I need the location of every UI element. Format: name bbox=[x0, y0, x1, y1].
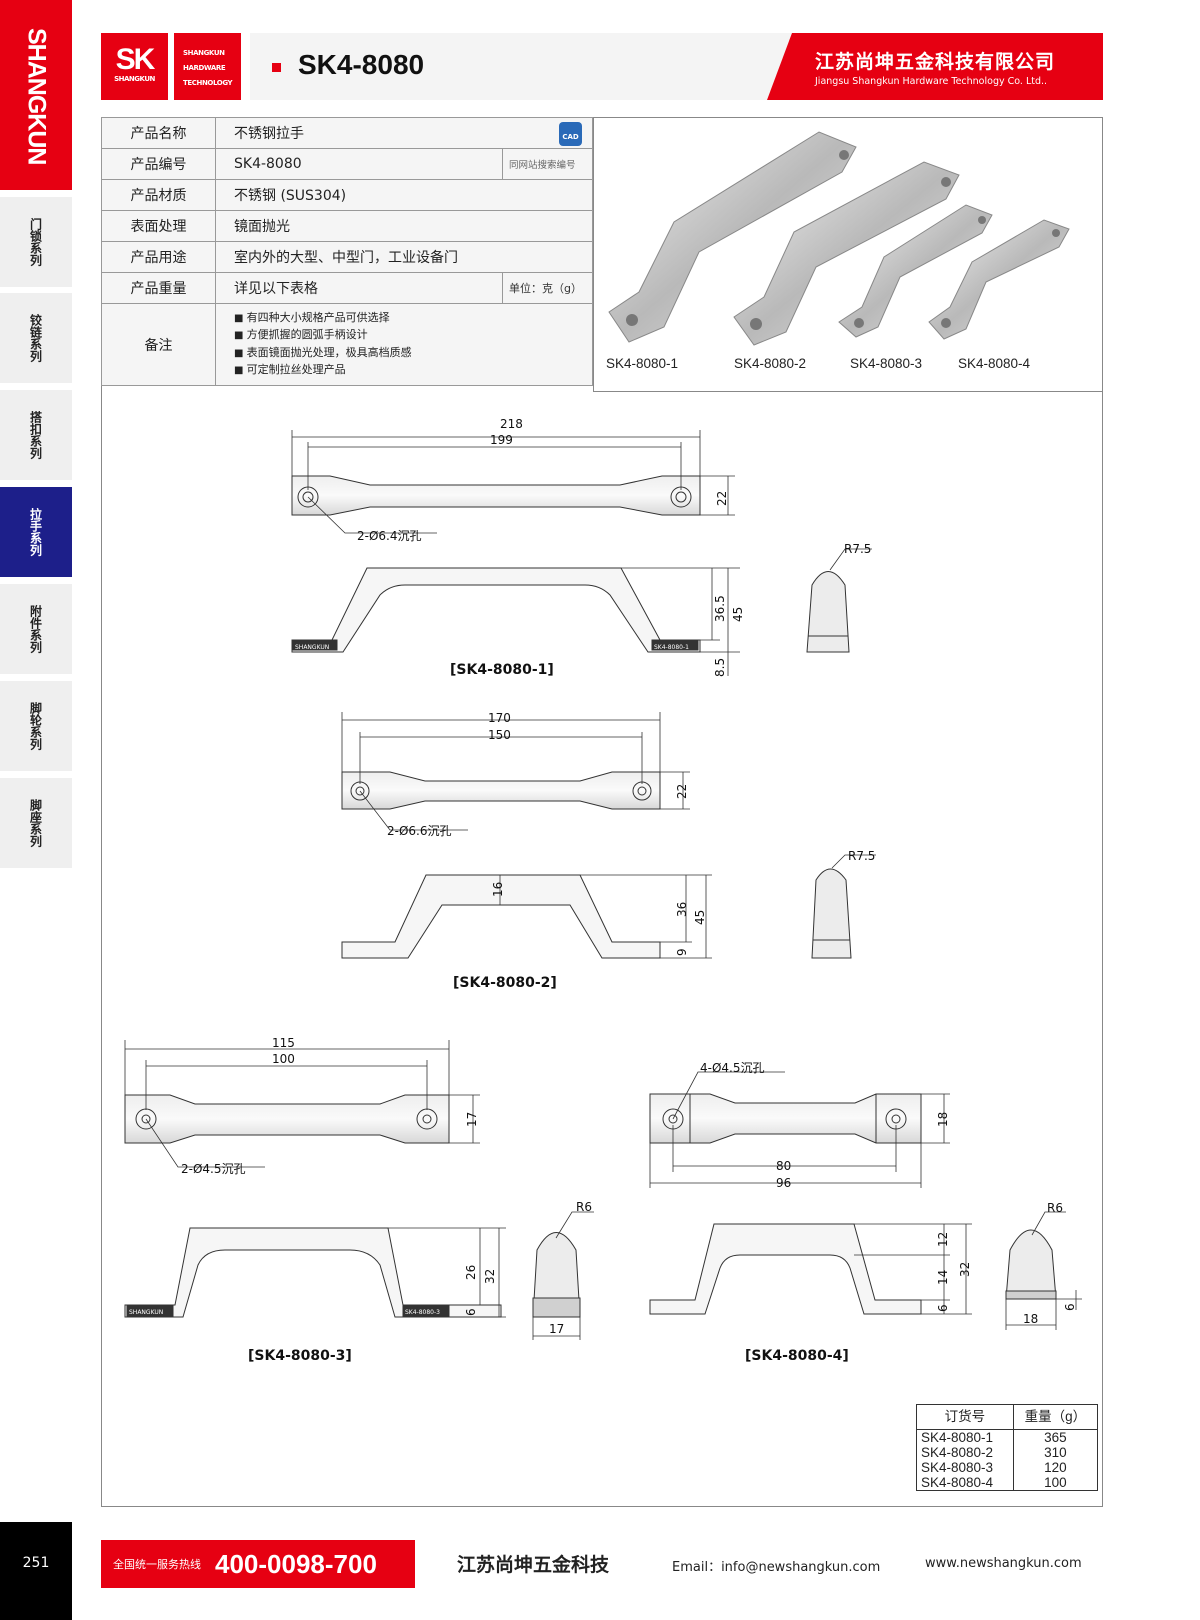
svg-text:8.5: 8.5 bbox=[713, 658, 727, 677]
svg-text:218: 218 bbox=[500, 417, 523, 431]
svg-text:14: 14 bbox=[936, 1270, 950, 1285]
svg-text:R7.5: R7.5 bbox=[848, 849, 875, 863]
svg-text:45: 45 bbox=[731, 607, 745, 622]
svg-text:36.5: 36.5 bbox=[713, 595, 727, 622]
svg-text:12: 12 bbox=[936, 1232, 950, 1247]
svg-text:150: 150 bbox=[488, 728, 511, 742]
drawing-4-labels: 4-Ø4.5沉孔 18 80 96 12 14 32 6 R6 18 6 [SK4… bbox=[700, 1061, 1077, 1364]
footer-email[interactable]: Email：info@newshangkun.com bbox=[672, 1560, 881, 1575]
svg-text:36: 36 bbox=[675, 902, 689, 917]
svg-text:18: 18 bbox=[1023, 1312, 1038, 1326]
product-photos bbox=[593, 117, 1103, 392]
drawing-2-labels: 170 150 2-Ø6.6沉孔 22 16 36 45 9 R7.5 [SK4-… bbox=[387, 711, 875, 991]
photo-handle-3 bbox=[838, 204, 993, 338]
sidebar-tab-hinges[interactable]: 铰链系列 bbox=[0, 293, 72, 383]
drawing-sk4-8080-2 bbox=[341, 712, 876, 959]
svg-text:2-Ø4.5沉孔: 2-Ø4.5沉孔 bbox=[181, 1162, 246, 1176]
notes-list: 有四种大小规格产品可供选择方便抓握的圆弧手柄设计表面镜面抛光处理，极具高档质感可… bbox=[215, 303, 593, 386]
page-title: SK4-8080 bbox=[298, 49, 425, 80]
svg-text:32: 32 bbox=[958, 1262, 972, 1277]
svg-text:2-Ø6.6沉孔: 2-Ø6.6沉孔 bbox=[387, 824, 452, 838]
svg-text:32: 32 bbox=[483, 1269, 497, 1284]
hotline-number: 400-0098-700 bbox=[215, 1548, 377, 1579]
svg-text:[SK4-8080-2]: [SK4-8080-2] bbox=[453, 975, 557, 991]
drawing-sk4-8080-4 bbox=[649, 1071, 1082, 1330]
svg-text:[SK4-8080-4]: [SK4-8080-4] bbox=[745, 1348, 849, 1364]
svg-text:2-Ø6.4沉孔: 2-Ø6.4沉孔 bbox=[357, 529, 422, 543]
product-name: 不锈钢拉手 bbox=[234, 126, 304, 142]
photo-handle-4 bbox=[928, 219, 1070, 340]
svg-text:6: 6 bbox=[936, 1304, 950, 1312]
drawing-sk4-8080-1 bbox=[291, 430, 872, 676]
drawing-1-labels: 218 199 2-Ø6.4沉孔 22 36.5 45 8.5 R7.5 SHAN… bbox=[295, 417, 871, 678]
svg-text:199: 199 bbox=[490, 433, 513, 447]
content-frame bbox=[101, 117, 1103, 1507]
svg-text:45: 45 bbox=[693, 910, 707, 925]
svg-text:SHANGKUN: SHANGKUN bbox=[295, 644, 329, 651]
footer-company: 江苏尚坤五金科技 bbox=[457, 1554, 610, 1576]
svg-text:4-Ø4.5沉孔: 4-Ø4.5沉孔 bbox=[700, 1061, 765, 1075]
search-hint: 同网站搜索编号 bbox=[502, 148, 593, 180]
svg-text:[SK4-8080-3]: [SK4-8080-3] bbox=[248, 1348, 352, 1364]
svg-text:[SK4-8080-1]: [SK4-8080-1] bbox=[450, 662, 554, 678]
svg-text:17: 17 bbox=[465, 1112, 479, 1127]
footer-website[interactable]: www.newshangkun.com bbox=[925, 1556, 1082, 1571]
product-code: SK4-8080 bbox=[215, 148, 503, 180]
svg-text:9: 9 bbox=[675, 948, 689, 956]
sidebar-tab-hasps[interactable]: 搭扣系列 bbox=[0, 390, 72, 480]
sidebar-tab-accessories[interactable]: 附件系列 bbox=[0, 584, 72, 674]
photo-label: SK4-8080-3 bbox=[850, 356, 923, 371]
svg-text:22: 22 bbox=[715, 491, 729, 506]
svg-text:115: 115 bbox=[272, 1036, 295, 1050]
sidebar-tab-door-locks[interactable]: 门锁系列 bbox=[0, 197, 72, 287]
page-number: 251 bbox=[0, 1522, 72, 1620]
photo-label: SK4-8080-2 bbox=[734, 356, 807, 371]
svg-text:96: 96 bbox=[776, 1176, 791, 1190]
svg-text:80: 80 bbox=[776, 1159, 791, 1173]
svg-text:R7.5: R7.5 bbox=[844, 542, 871, 556]
photo-label: SK4-8080-4 bbox=[958, 356, 1031, 371]
photo-label: SK4-8080-1 bbox=[606, 356, 679, 371]
bullet-icon bbox=[272, 63, 281, 72]
svg-text:170: 170 bbox=[488, 711, 511, 725]
svg-text:100: 100 bbox=[272, 1052, 295, 1066]
svg-text:22: 22 bbox=[675, 784, 689, 799]
drawing-3-labels: 115 100 2-Ø4.5沉孔 17 26 32 6 R6 17 SHANGKU… bbox=[129, 1036, 592, 1364]
sidebar-brand: SHANGKUN bbox=[0, 0, 72, 190]
svg-text:R6: R6 bbox=[1047, 1201, 1063, 1215]
svg-text:17: 17 bbox=[549, 1322, 564, 1336]
svg-text:6: 6 bbox=[464, 1308, 478, 1316]
title-bar: SK4-8080 bbox=[250, 33, 810, 100]
svg-text:SK4-8080-3: SK4-8080-3 bbox=[405, 1309, 440, 1316]
handle-photos bbox=[608, 131, 1070, 346]
sidebar-tab-feet[interactable]: 脚座系列 bbox=[0, 778, 72, 868]
drawing-sk4-8080-3 bbox=[124, 1040, 594, 1340]
sidebar-tab-casters[interactable]: 脚轮系列 bbox=[0, 681, 72, 771]
photo-handle-2 bbox=[733, 161, 960, 346]
svg-text:16: 16 bbox=[491, 882, 505, 897]
svg-text:R6: R6 bbox=[576, 1200, 592, 1214]
svg-text:SHANGKUN: SHANGKUN bbox=[129, 1309, 163, 1316]
svg-text:SK4-8080-1: SK4-8080-1 bbox=[654, 644, 689, 651]
svg-text:26: 26 bbox=[464, 1265, 478, 1280]
cad-download-icon[interactable]: CAD bbox=[559, 122, 582, 146]
svg-text:18: 18 bbox=[936, 1112, 950, 1127]
svg-text:6: 6 bbox=[1063, 1303, 1077, 1311]
photo-handle-1 bbox=[608, 131, 857, 343]
sidebar-tab-handles[interactable]: 拉手系列 bbox=[0, 487, 72, 577]
